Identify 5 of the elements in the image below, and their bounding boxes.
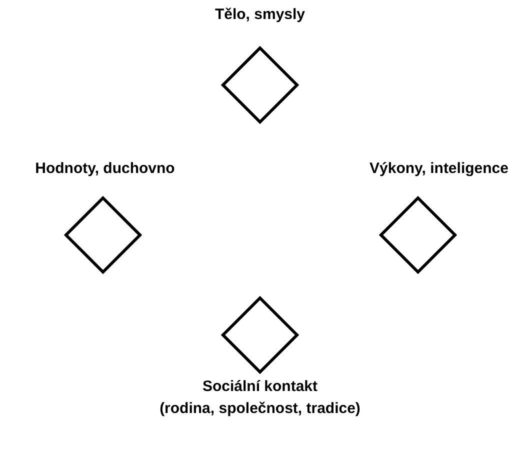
- node-label: Tělo, smysly: [214, 6, 306, 24]
- node-label: Výkony, inteligence: [370, 160, 508, 178]
- node-label: Hodnoty, duchovno: [35, 160, 175, 178]
- node-label: Sociální kontakt: [202, 378, 318, 396]
- node-sublabel: (rodina, společnost, tradice): [160, 400, 360, 418]
